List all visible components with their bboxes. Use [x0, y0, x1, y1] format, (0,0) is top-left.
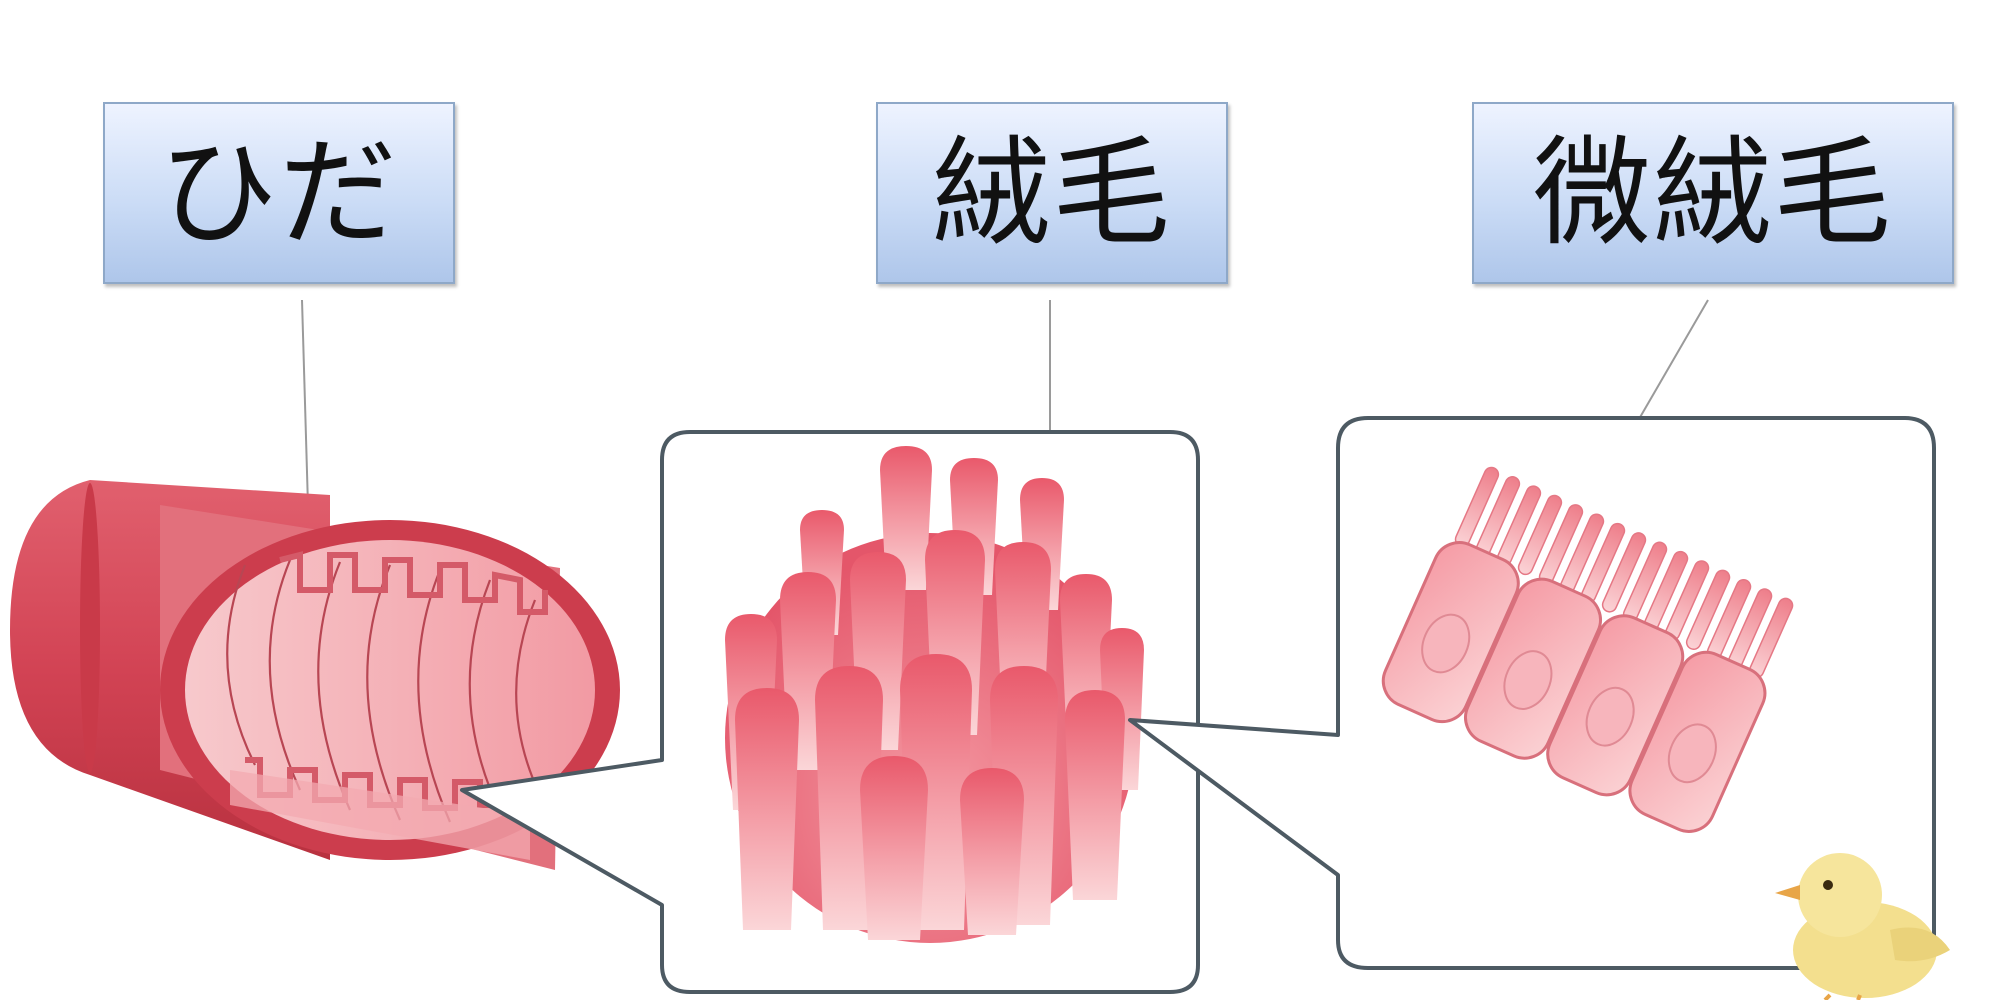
intestine-tube-illustration: [10, 480, 620, 870]
villi-label: 絨毛: [876, 102, 1228, 284]
folds-label-text: ひだ: [158, 124, 399, 262]
villus-row-front: [735, 654, 1125, 940]
cell-nuclei: [1421, 613, 1717, 784]
microvilli-label-text: 微絨毛: [1532, 124, 1893, 262]
chick-icon: [1775, 853, 1950, 1000]
microvilli-callout: [1128, 416, 1936, 970]
villi-label-text: 絨毛: [931, 124, 1172, 262]
microvilli-fingers: [1454, 466, 1794, 679]
microvilli-label: 微絨毛: [1472, 102, 1954, 284]
epithelial-cells-illustration: [1381, 466, 1794, 833]
villi-cluster-illustration: [725, 446, 1144, 943]
folds-label: ひだ: [103, 102, 455, 284]
villus-row-back: [800, 446, 1064, 635]
villi-callout: [460, 430, 1200, 994]
